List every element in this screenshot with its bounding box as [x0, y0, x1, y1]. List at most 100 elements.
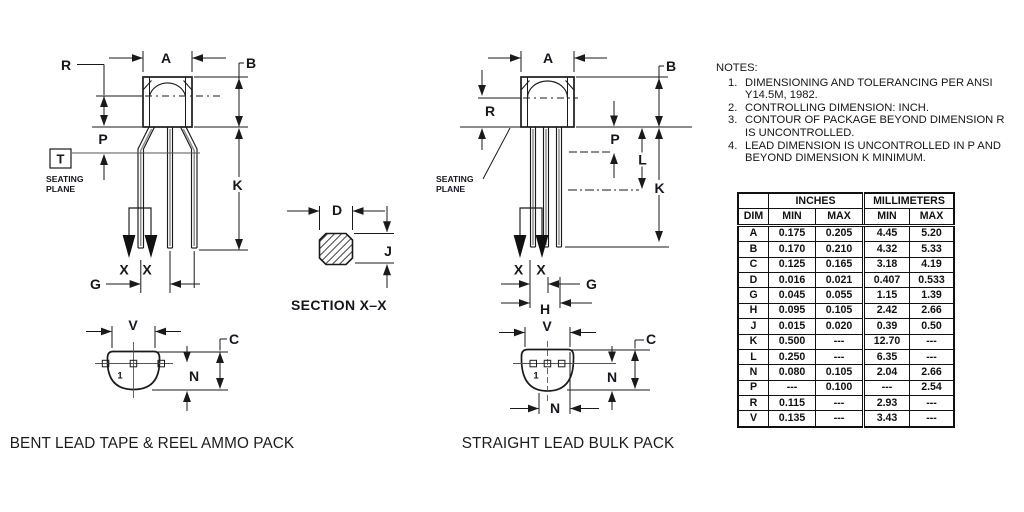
dim-value-cell: 0.100 [815, 379, 864, 397]
dim-value-cell: 1.15 [862, 287, 910, 304]
max-header-cell: MAX [909, 208, 955, 227]
table-header-row: DIM MIN MAX MIN MAX [737, 208, 955, 227]
dim-b-k: B K [194, 55, 256, 251]
table-row: P---0.100---2.54 [737, 379, 955, 397]
table-group-header-row: INCHES MILLIMETERS [737, 192, 955, 210]
note-number: 2. [728, 101, 738, 114]
dim-value-cell: 0.500 [768, 333, 816, 350]
note-text: DIMENSIONING AND TOLERANCING PER ANSI Y1… [745, 76, 993, 102]
case-outline-drawing: A B K R P T SEATING [10, 50, 692, 452]
dim-value-cell: 2.54 [909, 379, 955, 397]
dim-value-cell: --- [815, 395, 864, 412]
section-label-x: X [514, 262, 524, 278]
dim-value-cell: --- [909, 395, 955, 412]
notes-title: NOTES: [716, 62, 758, 74]
dim-p-l-k: P L K [565, 101, 669, 248]
seating-plane-text: PLANE [46, 184, 75, 194]
dim-value-cell: 0.125 [768, 256, 816, 273]
dim-label-g: G [586, 276, 597, 292]
section-arrow [144, 235, 158, 258]
package-body [142, 76, 220, 128]
dim-letter-cell: R [737, 395, 769, 412]
dim-value-cell: 0.39 [862, 318, 910, 335]
notes-block: NOTES: 1. DIMENSIONING AND TOLERANCING P… [716, 62, 1018, 165]
pin1-label: 1 [533, 371, 539, 382]
dim-value-cell: 0.210 [815, 241, 864, 258]
dim-label-a: A [161, 50, 171, 66]
dim-value-cell: 0.533 [909, 271, 955, 289]
dim-value-cell: 4.19 [909, 256, 955, 273]
dim-b-r: B R SEATING PLANE [436, 58, 692, 194]
dim-value-cell: 0.105 [815, 364, 864, 381]
dim-value-cell: 0.50 [909, 318, 955, 335]
caption-bent-lead: BENT LEAD TAPE & REEL AMMO PACK [10, 435, 295, 452]
dim-value-cell: 0.021 [815, 271, 864, 289]
package-body [520, 76, 578, 128]
note-number: 1. [728, 76, 738, 89]
package-leads [529, 127, 563, 248]
figure-section-xx: D J SECTION X–X [287, 202, 394, 313]
section-cut-indicator: X X [119, 207, 158, 278]
dim-value-cell: 3.18 [862, 256, 910, 273]
dim-label-p: P [610, 131, 619, 147]
dim-label-v: V [128, 317, 138, 333]
seating-plane-symbol: T [57, 152, 65, 167]
dim-value-cell: 4.45 [862, 224, 910, 243]
dim-value-cell: 2.66 [909, 364, 955, 381]
dim-header-cell: DIM [737, 208, 769, 227]
dim-r-p: R P T SEATING PLANE [46, 57, 200, 194]
dim-label-r: R [61, 57, 71, 73]
dim-value-cell: 0.175 [768, 224, 816, 243]
dim-value-cell: 3.43 [862, 410, 910, 428]
dim-letter-cell: N [737, 364, 769, 381]
dim-value-cell: --- [815, 348, 864, 366]
dim-label-v: V [542, 318, 552, 334]
dim-g-h: G H [501, 260, 597, 317]
dim-label-g: G [90, 276, 101, 292]
dim-letter-cell: B [737, 241, 769, 258]
note-item: 4. LEAD DIMENSION IS UNCONTROLLED IN P A… [728, 140, 1018, 165]
dim-value-cell: 2.93 [862, 395, 910, 412]
dim-value-cell: 6.35 [862, 348, 910, 366]
dim-label-a: A [543, 50, 553, 66]
note-item: 2. CONTROLLING DIMENSION: INCH. [728, 102, 1018, 115]
dim-letter-cell: H [737, 302, 769, 320]
dim-letter-cell: P [737, 379, 769, 397]
dim-value-cell: --- [909, 333, 955, 350]
dim-value-cell: 2.42 [862, 302, 910, 320]
note-number: 3. [728, 114, 738, 127]
dim-value-cell: 0.095 [768, 302, 816, 320]
dim-letter-cell: A [737, 224, 769, 243]
dim-value-cell: 0.115 [768, 395, 816, 412]
dim-label-b: B [246, 55, 256, 71]
dim-label-r: R [485, 103, 495, 119]
section-cut-indicator: X X [513, 207, 549, 278]
dim-value-cell: 0.105 [815, 302, 864, 320]
dim-a: A [109, 50, 226, 72]
dim-label-j: J [384, 243, 392, 259]
dim-value-cell: 0.055 [815, 287, 864, 304]
pin1-label: 1 [117, 371, 123, 382]
dim-label-l: L [638, 152, 647, 168]
figure-straight-lead: A B R SEATING PLANE P L [436, 50, 692, 452]
section-label-x: X [142, 262, 152, 278]
seating-plane-text: PLANE [436, 184, 465, 194]
dim-letter-cell: L [737, 348, 769, 366]
dim-value-cell: 0.250 [768, 348, 816, 366]
dim-value-cell: 5.20 [909, 224, 955, 243]
empty-header-cell [737, 192, 769, 210]
caption-section-xx: SECTION X–X [291, 297, 387, 313]
dim-value-cell: 0.080 [768, 364, 816, 381]
min-header-cell: MIN [862, 208, 910, 227]
dim-value-cell: 2.66 [909, 302, 955, 320]
figure-bent-lead: A B K R P T SEATING [10, 50, 295, 452]
seating-plane-text: SEATING [46, 174, 84, 184]
